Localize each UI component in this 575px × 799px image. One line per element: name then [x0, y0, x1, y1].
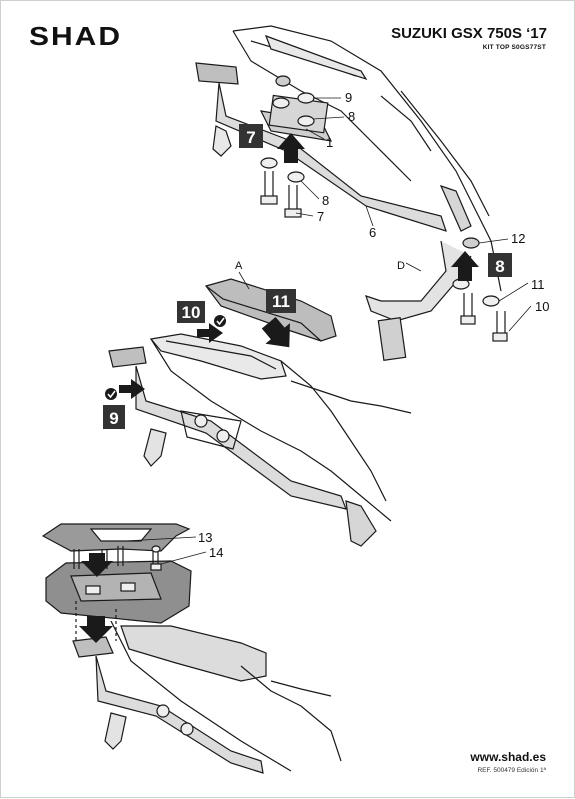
part-label-12: 12 [511, 231, 525, 246]
model-title: SUZUKI GSX 750S ‘17 [391, 25, 547, 42]
part-label-13: 13 [198, 530, 212, 545]
document-reference: REF. 500479 Edición 1ª [477, 767, 546, 774]
arrow-right-step-10 [197, 323, 223, 343]
arrow-down-step-11 [261, 316, 290, 348]
part-label-11: 11 [531, 277, 545, 292]
check-icon [105, 388, 117, 400]
step-box-11: 11 [266, 289, 296, 313]
step-number-8: 8 [495, 257, 504, 276]
kit-code: KIT TOP S0GS77ST [482, 44, 546, 51]
arrow-right-step-9 [119, 379, 145, 399]
step-box-10: 10 [177, 301, 205, 323]
bottom-leader-lines [125, 536, 207, 565]
top-leader-lines [295, 97, 532, 332]
arrow-down-plate [81, 553, 113, 577]
arrow-up-step-7 [277, 133, 305, 163]
brand-logo: SHAD [29, 23, 123, 52]
middle-illustration [108, 278, 412, 547]
step-box-7: 7 [239, 124, 263, 148]
arrow-down-base [79, 616, 113, 643]
step-number-9: 9 [109, 409, 118, 428]
part-label-8-bottom: 8 [322, 193, 329, 208]
check-icon [214, 315, 226, 327]
part-label-10: 10 [535, 299, 549, 314]
part-label-9: 9 [345, 90, 352, 105]
arrow-up-step-8 [451, 251, 479, 281]
bottom-illustration [41, 523, 342, 774]
part-label-1: 1 [326, 135, 333, 150]
step-box-8: 8 [488, 253, 512, 277]
website-link[interactable]: www.shad.es [470, 750, 546, 764]
step-number-10: 10 [182, 303, 201, 322]
step-number-11: 11 [272, 292, 290, 311]
part-label-6: 6 [369, 225, 376, 240]
step-number-7: 7 [246, 128, 255, 147]
part-label-14: 14 [209, 545, 223, 560]
part-label-7: 7 [317, 209, 324, 224]
step-box-9: 9 [103, 405, 125, 429]
letter-label-a: A [235, 260, 243, 272]
top-illustration [195, 25, 508, 362]
part-label-8-top: 8 [348, 109, 355, 124]
letter-label-d: D [397, 260, 405, 272]
